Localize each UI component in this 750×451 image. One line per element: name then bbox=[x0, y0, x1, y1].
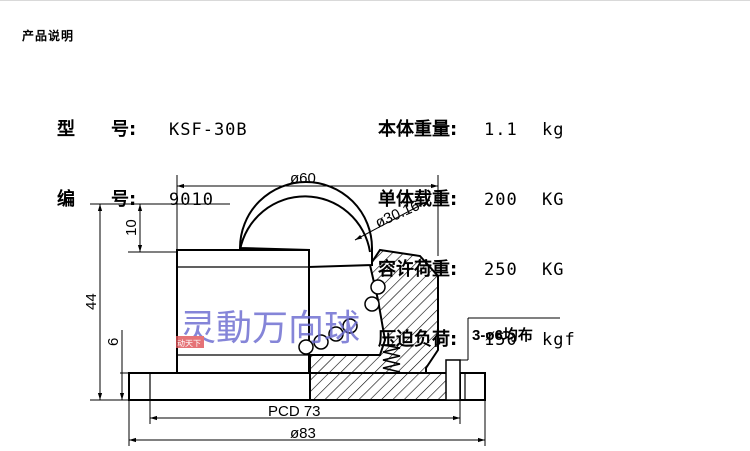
spec-value-load: 200 bbox=[484, 190, 518, 210]
spec-unit-load: KG bbox=[542, 190, 565, 210]
main-ball bbox=[238, 181, 373, 269]
spec-value-model: KSF-30B bbox=[169, 120, 248, 140]
spring bbox=[382, 344, 401, 373]
spec-row-load: 单体载重: 200 KG bbox=[378, 188, 576, 212]
spec-value-weight: 1.1 bbox=[484, 120, 518, 140]
housing-left bbox=[176, 249, 310, 374]
spec-row-model: 型 号: KSF-30B bbox=[57, 118, 248, 142]
spec-left-block: 型 号: KSF-30B 编 号: 9010 bbox=[57, 72, 248, 235]
spec-value-allow: 250 bbox=[484, 260, 518, 280]
spec-label-load: 单体载重: bbox=[378, 189, 458, 210]
watermark-badge bbox=[176, 336, 204, 348]
dim-ball-height bbox=[128, 203, 230, 253]
spec-row-weight: 本体重量: 1.1 kg bbox=[378, 118, 576, 142]
spec-row-code: 编 号: 9010 bbox=[57, 188, 248, 212]
dim-flange-diameter-label: ø83 bbox=[290, 425, 316, 442]
hole-note-leader bbox=[453, 317, 560, 361]
spec-value-press: 150 bbox=[484, 330, 518, 350]
watermark-text: 灵動万向球 bbox=[180, 308, 360, 349]
section-title: 产品说明 bbox=[22, 29, 75, 43]
dim-flange-height-label: 6 bbox=[105, 338, 122, 346]
mounting-hole bbox=[445, 359, 461, 401]
spec-unit-allow: KG bbox=[542, 260, 565, 280]
spec-label-model: 型 号: bbox=[57, 119, 137, 140]
bearing-balls bbox=[298, 279, 386, 355]
dim-flange-height bbox=[119, 330, 129, 400]
dim-body-diameter-label: ø60 bbox=[290, 170, 316, 187]
dim-ball-diameter bbox=[354, 199, 431, 241]
spec-value-code: 9010 bbox=[169, 190, 214, 210]
spec-unit-weight: kg bbox=[542, 120, 565, 140]
spec-unit-press: kgf bbox=[542, 330, 576, 350]
dim-flange-diameter bbox=[128, 400, 486, 446]
hole-note-label: 3-ø6均布 bbox=[472, 326, 533, 344]
watermark-subtext: 动天下 bbox=[177, 338, 201, 348]
dim-body-diameter bbox=[176, 175, 439, 256]
dim-ball-diameter-label: ø30.16 bbox=[373, 197, 423, 232]
dim-total-height-label: 44 bbox=[83, 293, 100, 310]
dim-pcd bbox=[149, 400, 461, 424]
spec-label-weight: 本体重量: bbox=[378, 119, 458, 140]
top-border bbox=[0, 0, 750, 1]
dim-pcd-label: PCD 73 bbox=[268, 403, 321, 420]
ball-outline bbox=[239, 195, 371, 253]
brand-watermark: 灵動万向球 动天下 bbox=[176, 308, 360, 349]
spec-label-code: 编 号: bbox=[57, 189, 137, 210]
dim-ball-height-label: 10 bbox=[123, 219, 140, 236]
